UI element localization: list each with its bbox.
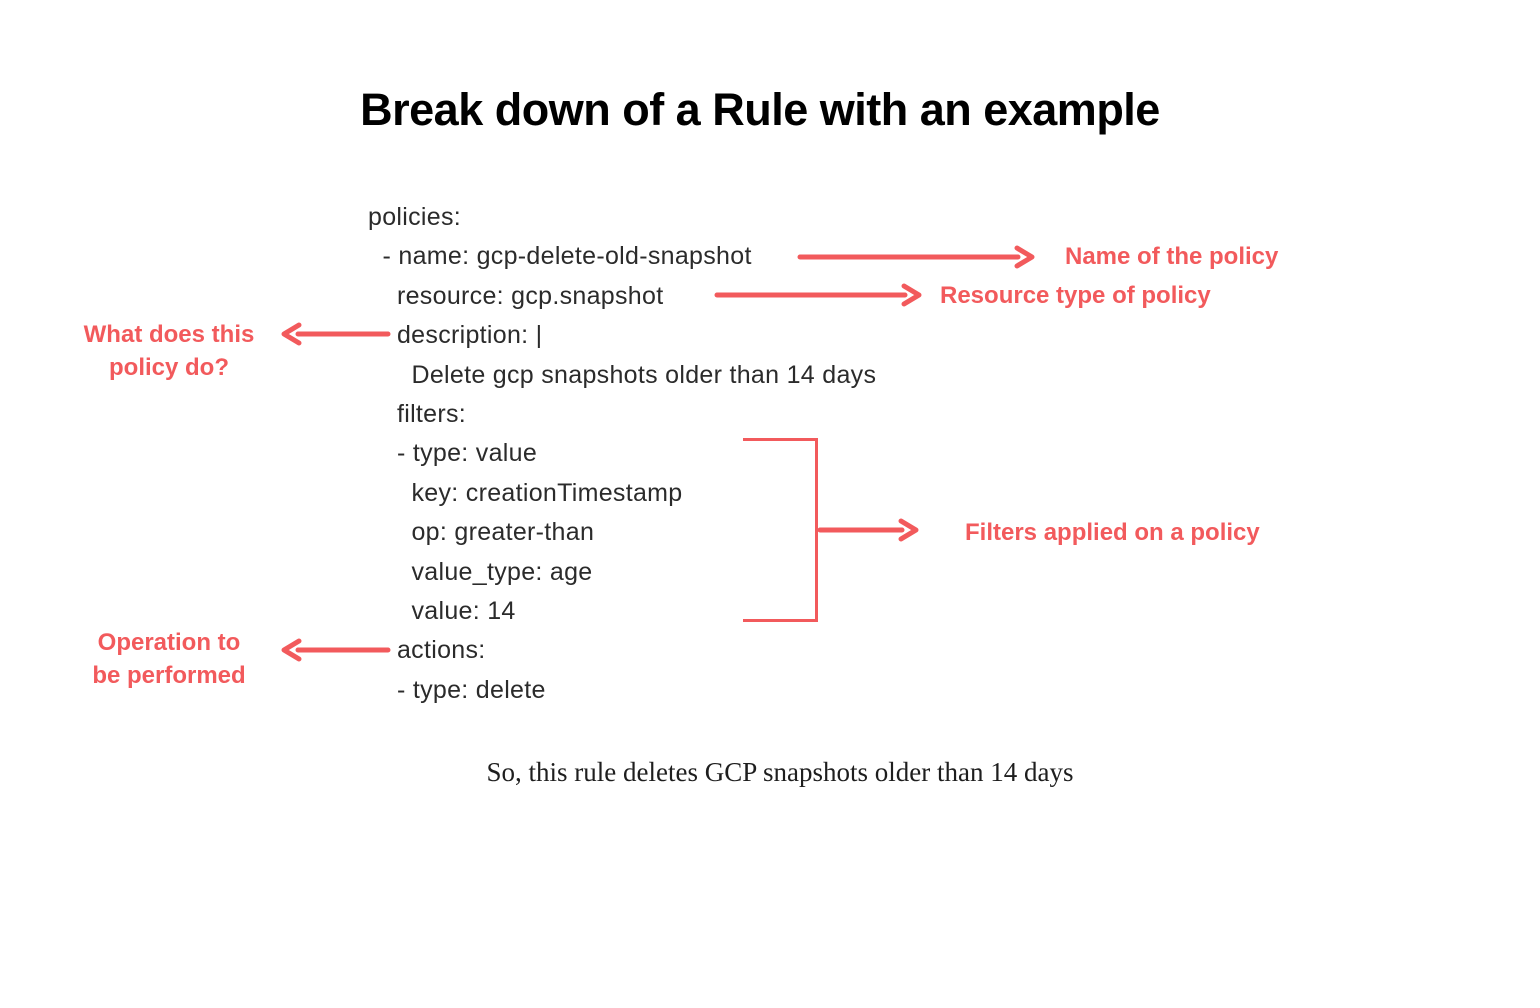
- yaml-code-block: policies: - name: gcp-delete-old-snapsho…: [368, 203, 877, 704]
- actions-arrow: [281, 638, 391, 662]
- annotation-resource-label: Resource type of policy: [940, 282, 1211, 309]
- filters-arrow: [817, 518, 919, 542]
- page-title: Break down of a Rule with an example: [360, 84, 1160, 135]
- description-arrow: [281, 322, 391, 346]
- annotation-description-label: What does this policy do?: [83, 321, 255, 381]
- annotation-filters-label: Filters applied on a policy: [965, 519, 1260, 546]
- name-arrow: [797, 245, 1035, 269]
- filters-bracket: [743, 438, 818, 622]
- resource-arrow: [714, 283, 922, 307]
- summary-text: So, this rule deletes GCP snapshots olde…: [486, 757, 1074, 787]
- annotation-actions-label: Operation to be performed: [92, 629, 246, 689]
- annotation-name-label: Name of the policy: [1065, 243, 1279, 270]
